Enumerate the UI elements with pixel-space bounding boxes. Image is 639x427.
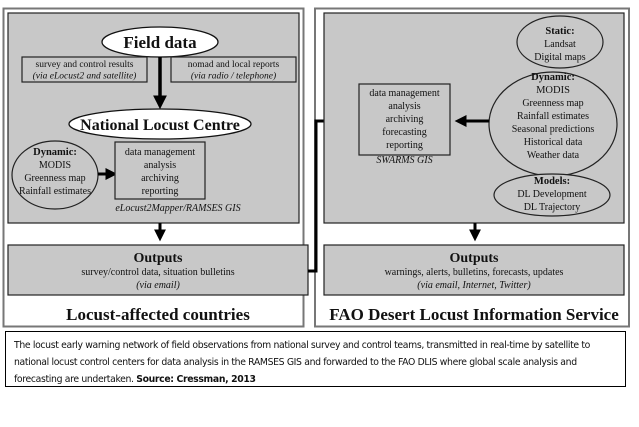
static-title: Static: [545,26,574,37]
nomad-box [170,56,297,83]
right-dynamic-item: Rainfall estimates [517,111,589,122]
caption-text: The locust early warning network of fiel… [14,340,590,385]
nomad-box-line2: (via radio / telephone) [191,71,276,82]
right-dynamic-item: Weather data [527,150,580,161]
left-dynamic-item: Greenness map [24,173,85,184]
right-process-item: archiving [386,114,424,125]
models-item: DL Trajectory [524,202,581,213]
left-dynamic-item: MODIS [39,160,71,171]
right-outputs-line2: (via email, Internet, Twitter) [417,280,531,291]
right-dynamic-item: Historical data [524,137,583,148]
right-outputs-box [323,244,625,296]
survey-box-line2: (via eLocust2 and satellite) [33,71,137,82]
models-ellipse [493,173,611,217]
right-outputs-line1: warnings, alerts, bulletins, forecasts, … [385,267,564,278]
models-item: DL Development [517,189,587,200]
left-process-item: analysis [144,160,176,171]
left-dynamic-item: Rainfall estimates [19,186,91,197]
right-panel-title: FAO Desert Locust Information Service [329,305,619,324]
locust-warning-diagram: Field data survey and control results (v… [2,7,630,328]
left-outputs-box [7,244,309,296]
right-dynamic-title: Dynamic: [531,72,575,83]
static-item: Digital maps [534,52,585,63]
nomad-box-line1: nomad and local reports [188,60,280,70]
left-process-item: archiving [141,173,179,184]
left-panel-title: Locust-affected countries [66,305,250,324]
right-process-item: forecasting [382,127,426,138]
left-process-label: eLocust2Mapper/RAMSES GIS [115,203,240,214]
models-title: Models: [534,176,570,187]
left-process-box [114,141,206,200]
left-process-item: data management [125,147,195,158]
left-process-item: reporting [142,186,179,197]
right-dynamic-item: Greenness map [522,98,583,109]
left-outputs-title: Outputs [133,251,183,266]
field-data-label: Field data [123,33,197,52]
caption-source: Source: Cressman, 2013 [136,374,256,385]
survey-box-line1: survey and control results [36,60,134,70]
survey-box [21,56,148,83]
national-centre-label: National Locust Centre [80,117,240,134]
right-process-box [358,83,451,156]
static-item: Landsat [544,39,576,50]
national-centre-ellipse [68,108,252,140]
left-outputs-line1: survey/control data, situation bulletins [81,267,234,278]
right-dynamic-item: Seasonal predictions [512,124,595,135]
right-process-item: data management [369,88,439,99]
right-process-item: analysis [388,101,420,112]
left-dynamic-title: Dynamic: [33,147,77,158]
right-process-item: reporting [386,140,423,151]
right-dynamic-item: MODIS [536,85,570,96]
figure-caption: The locust early warning network of fiel… [5,331,626,387]
right-outputs-title: Outputs [449,251,499,266]
right-process-label: SWARMS GIS [376,155,432,166]
left-outputs-line2: (via email) [136,280,180,291]
static-ellipse [516,15,604,69]
